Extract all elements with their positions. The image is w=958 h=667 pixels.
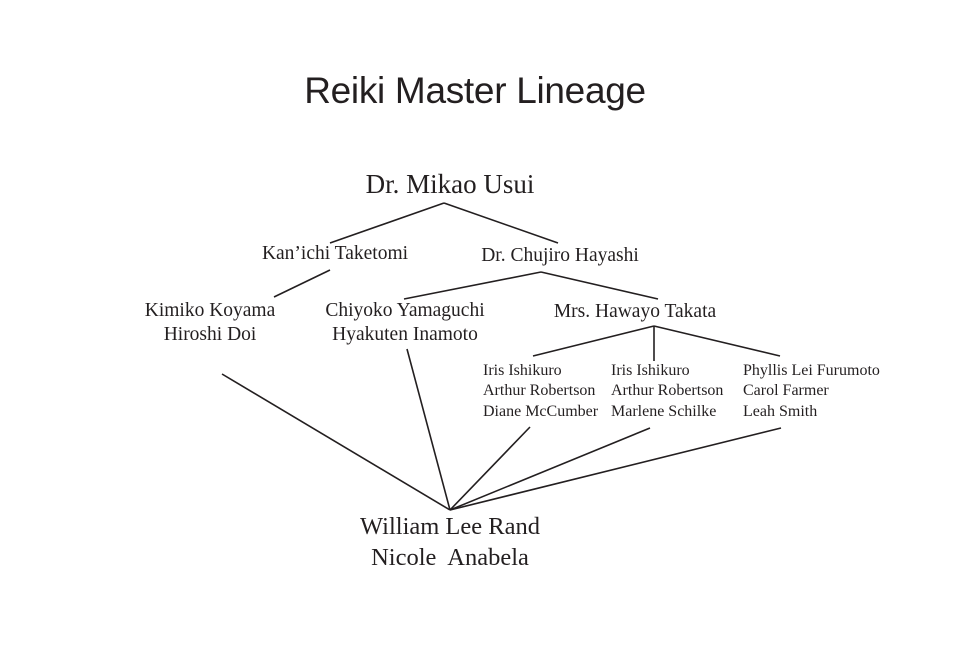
node-label: Arthur Robertson [483,382,596,400]
node-rand-anabela: William Lee Rand Nicole Anabela [300,512,600,573]
node-yamaguchi-inamoto: Chiyoko Yamaguchi Hyakuten Inamoto [290,299,520,348]
node-label: Diane McCumber [483,402,599,420]
node-kanichi-taketomi: Kan’ichi Taketomi [200,242,470,265]
node-hawayo-takata: Mrs. Hawayo Takata [520,300,750,323]
node-label: Arthur Robertson [611,382,724,400]
node-chujiro-hayashi: Dr. Chujiro Hayashi [430,244,690,267]
node-label: Hyakuten Inamoto [332,324,478,346]
node-takata-group-1: Iris Ishikuro Arthur Robertson Diane McC… [483,361,598,422]
connector-yamaguchi-rand [406,348,451,511]
connector-usui-hayashi [443,202,559,244]
node-label: Hiroshi Doi [163,324,257,346]
node-label: Iris Ishikuro [611,362,690,379]
node-mikao-usui: Dr. Mikao Usui [200,168,700,200]
connector-takata-group1 [532,325,655,357]
node-label: Carol Farmer [743,382,829,400]
connector-group2-rand [449,427,651,511]
connector-hayashi-yamaguchi [403,271,542,300]
connector-taketomi-koyama [273,269,331,298]
node-label: Chiyoko Yamaguchi [325,300,485,321]
connector-takata-group3 [653,325,781,357]
node-label: Phyllis Lei Furumoto [743,362,880,379]
node-label: Leah Smith [743,402,818,420]
node-label: Kan’ichi Taketomi [261,243,409,264]
connector-koyama-rand [221,373,451,511]
connector-group3-rand [449,427,782,511]
node-label: William Lee Rand [360,513,540,540]
node-takata-group-3: Phyllis Lei Furumoto Carol Farmer Leah S… [743,361,880,422]
node-takata-group-2: Iris Ishikuro Arthur Robertson Marlene S… [611,361,723,422]
node-label: Iris Ishikuro [483,362,562,379]
node-koyama-doi: Kimiko Koyama Hiroshi Doi [100,299,320,348]
node-label: Nicole Anabela [371,543,529,571]
node-label: Dr. Mikao Usui [365,169,535,199]
connector-usui-taketomi [329,202,445,244]
diagram-title: Reiki Master Lineage [304,70,646,111]
node-label: Dr. Chujiro Hayashi [481,245,639,266]
connector-group1-rand [449,426,531,511]
node-label: Mrs. Hawayo Takata [553,301,717,322]
connector-hayashi-takata [540,271,659,300]
node-label: Marlene Schilke [611,402,717,420]
node-label: Kimiko Koyama [144,300,276,321]
